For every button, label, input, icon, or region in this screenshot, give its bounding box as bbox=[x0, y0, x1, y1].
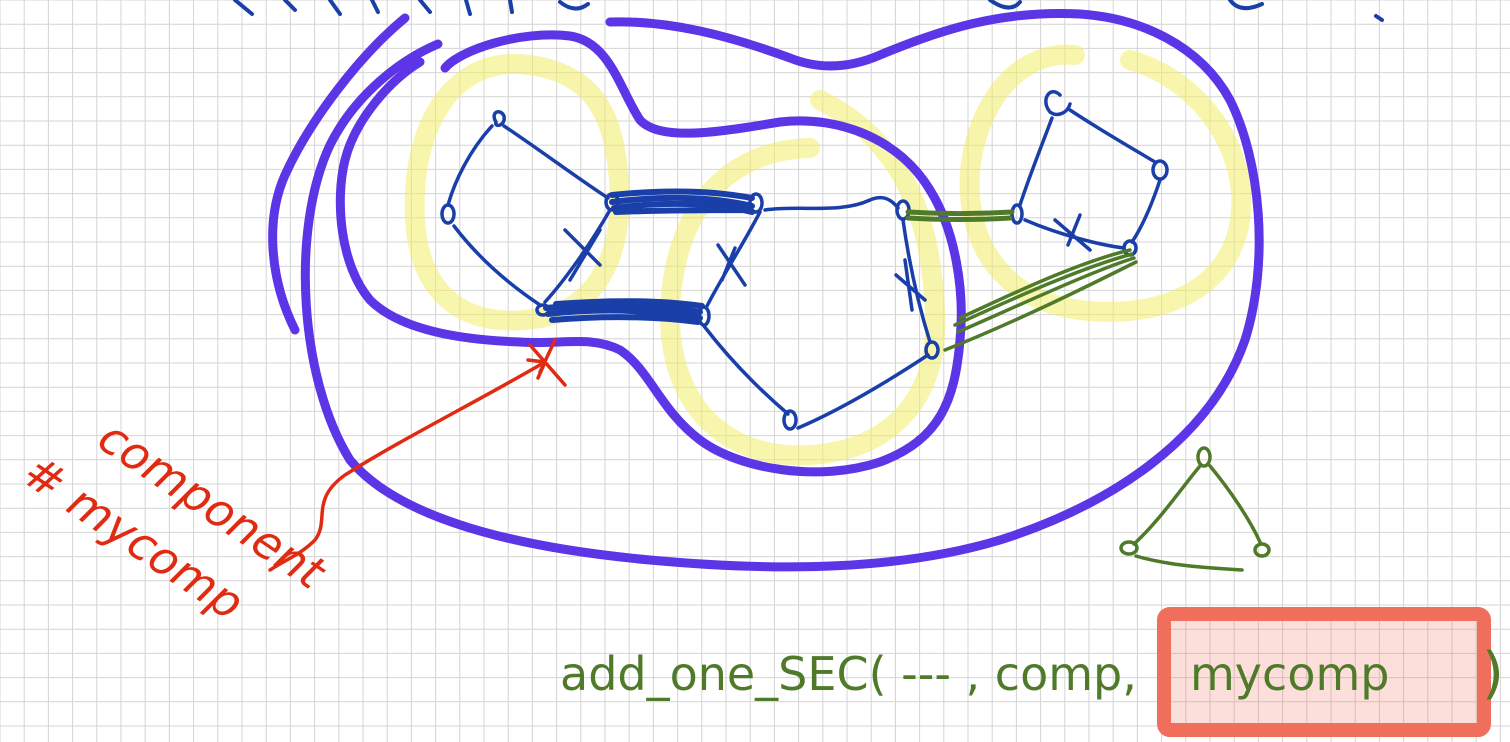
graph-node-bottom-right bbox=[924, 340, 940, 360]
code-call-text: add_one_SEC( --- , comp, bbox=[560, 647, 1137, 701]
graph-node-left-top bbox=[492, 110, 506, 128]
yellow-highlight-left bbox=[404, 53, 630, 331]
graph-node-left-mid bbox=[440, 203, 456, 225]
code-highlight-text: mycomp bbox=[1190, 647, 1389, 701]
triangle-edges bbox=[1132, 464, 1262, 572]
graph-node-bottom bbox=[782, 409, 798, 431]
graph-edges-blue bbox=[446, 108, 1162, 430]
red-arrow bbox=[268, 360, 547, 572]
green-edge-horizontal bbox=[905, 209, 1015, 222]
purple-inner-boundary bbox=[335, 30, 966, 477]
purple-left-arc bbox=[268, 13, 410, 335]
top-handwriting-fragment bbox=[233, 0, 1384, 22]
red-arrowhead bbox=[526, 358, 547, 380]
purple-outer-boundary bbox=[300, 9, 1264, 572]
graph-bridge-bottom bbox=[543, 298, 705, 325]
yellow-highlight-right bbox=[959, 44, 1252, 322]
triangle-node-top bbox=[1196, 446, 1212, 468]
graph-node-far-right-top bbox=[1044, 90, 1072, 117]
code-closing-paren: ) bbox=[1482, 641, 1504, 706]
code-highlight-box bbox=[1157, 607, 1491, 737]
triangle-node-right bbox=[1253, 542, 1271, 558]
graph-bridge-top bbox=[609, 188, 755, 215]
triangle-node-left bbox=[1119, 540, 1139, 556]
green-edge-diagonal bbox=[943, 248, 1138, 352]
